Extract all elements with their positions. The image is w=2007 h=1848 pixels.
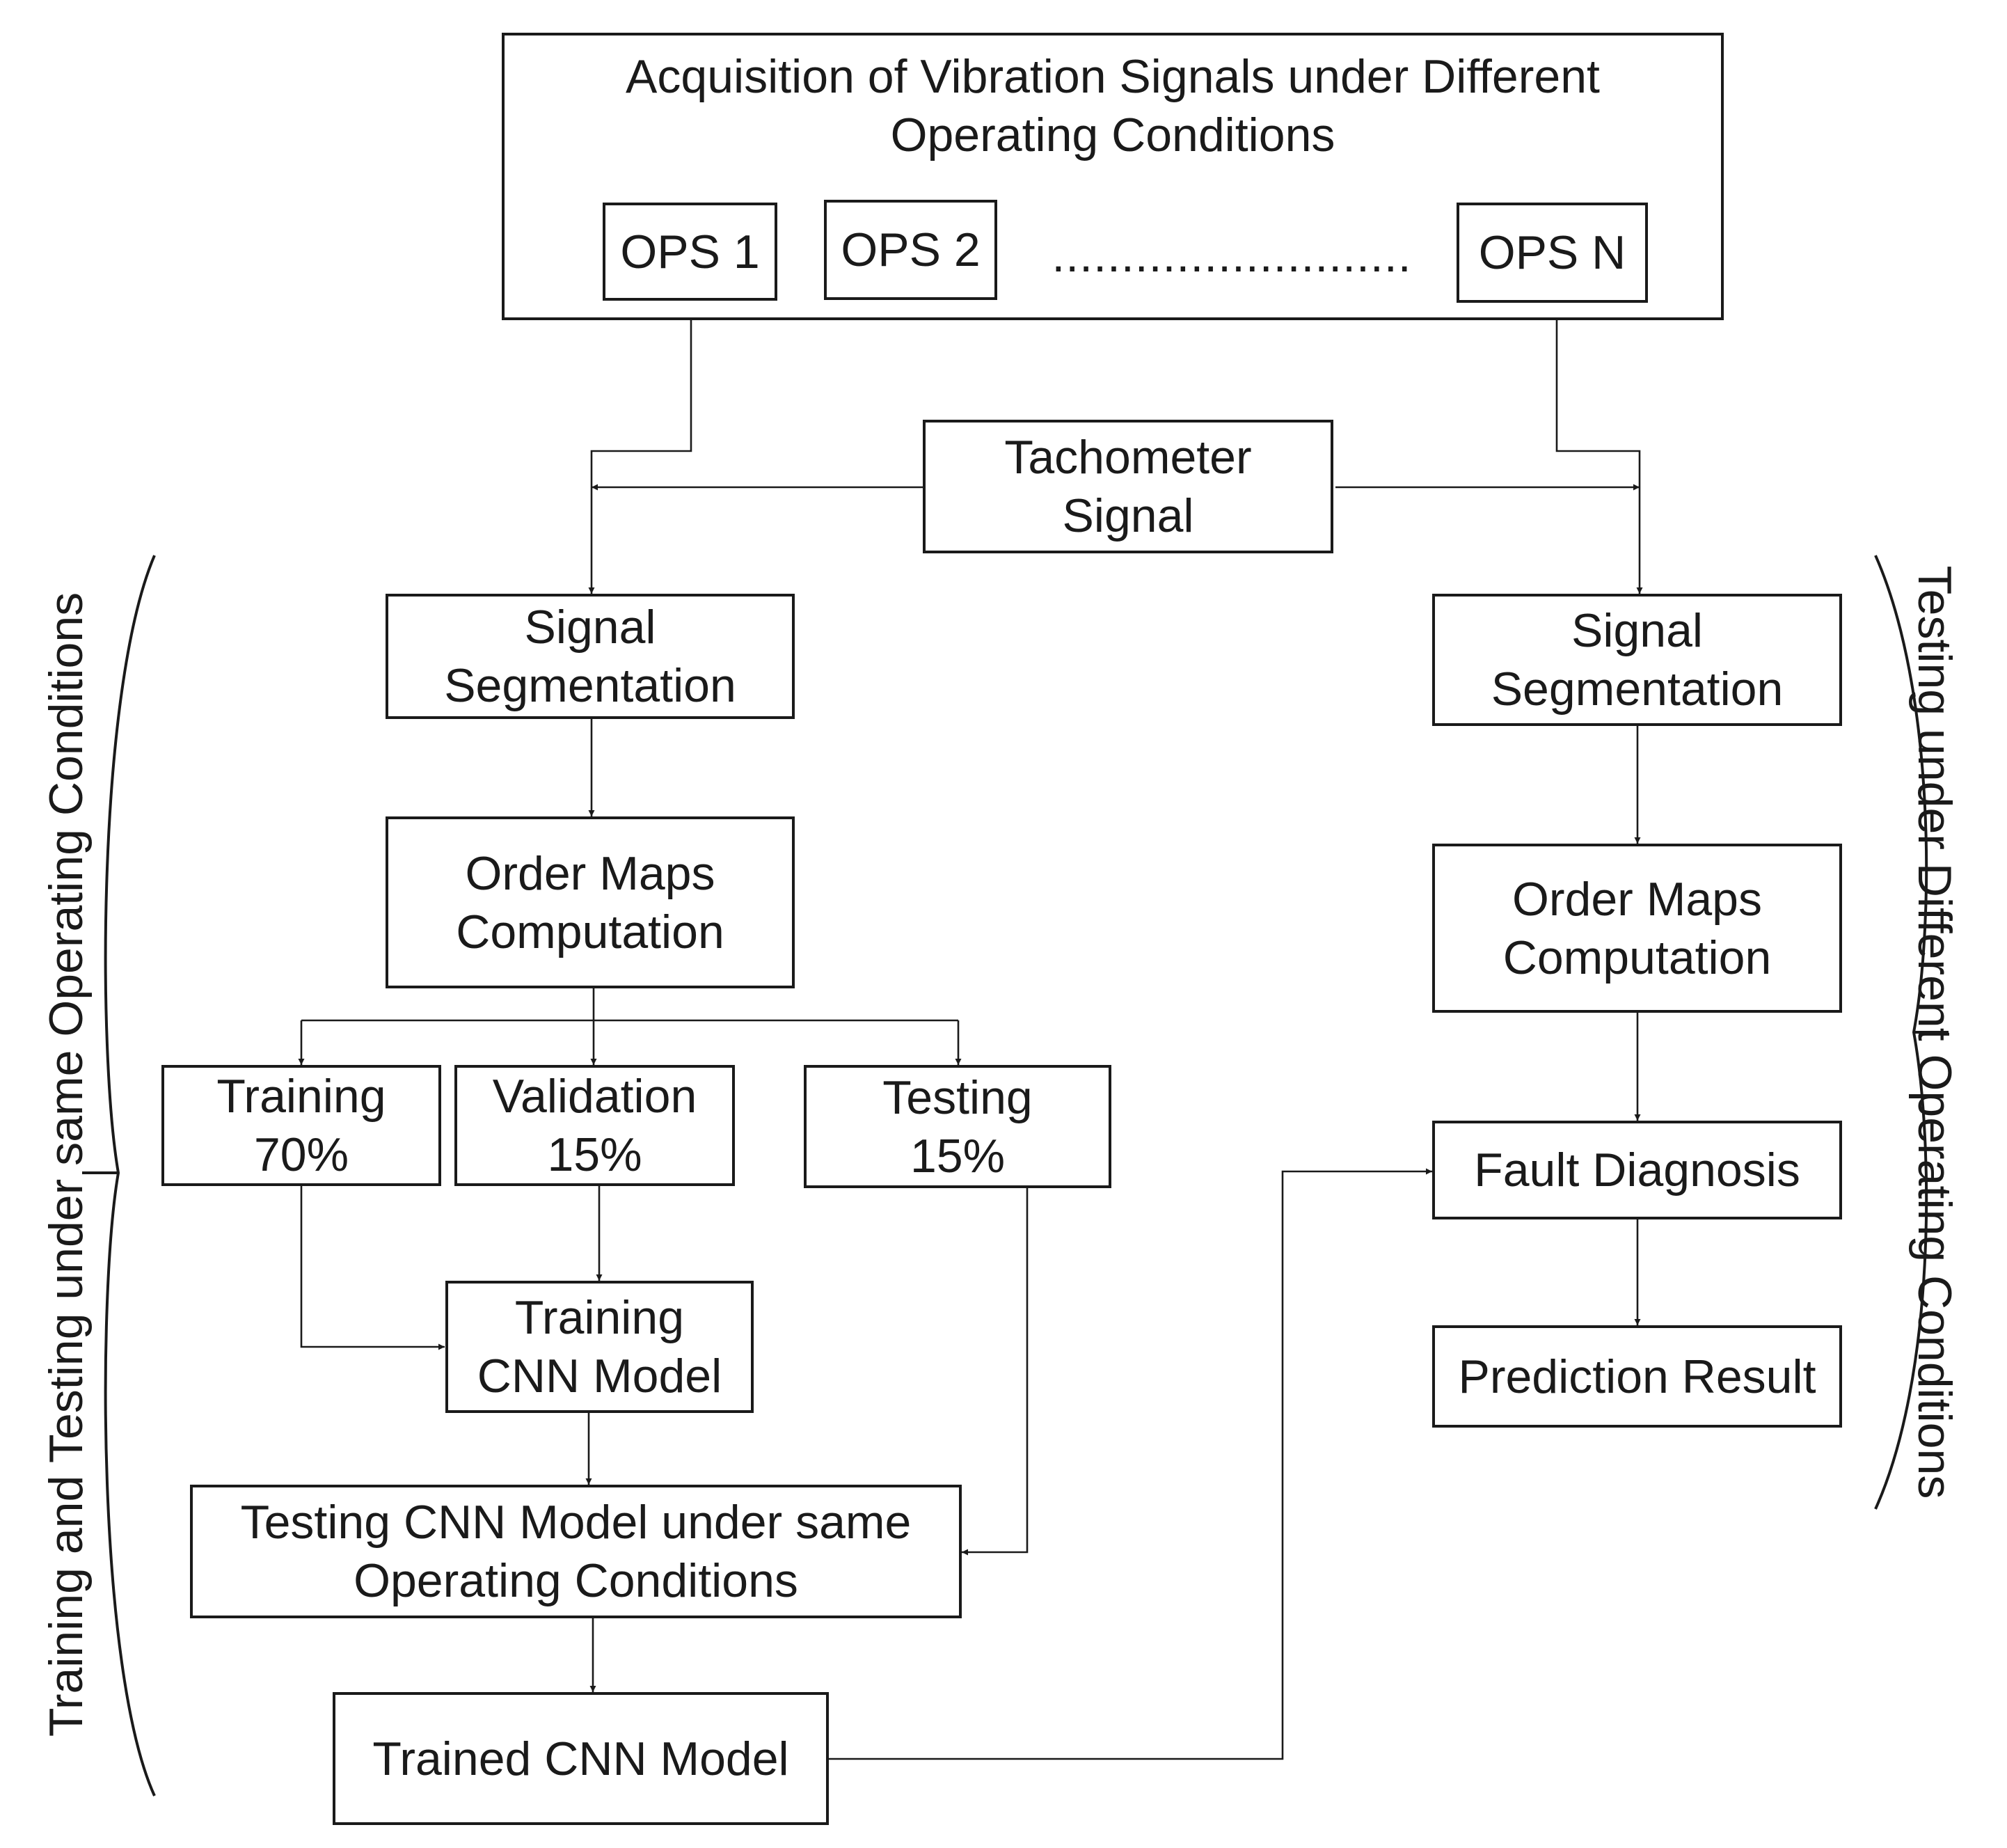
opsn-box (1457, 203, 1648, 303)
connector-testing-split-to-testing-cnn (962, 1188, 1029, 1556)
testing-split-label: Testing 15% (882, 1071, 1033, 1183)
testing-cnn-label: Testing CNN Model under same Operating C… (240, 1496, 912, 1607)
left-side-label: Training and Testing under same Operatin… (40, 592, 93, 1737)
tachometer-box (923, 420, 1333, 553)
ops1-box (603, 203, 777, 301)
right-segmentation-label: Signal Segmentation (1491, 604, 1784, 716)
left-segmentation-box (386, 594, 795, 719)
ops2-box (824, 200, 997, 300)
ops-ellipsis: .......................... (1052, 229, 1412, 282)
ops2-label: OPS 2 (841, 223, 981, 276)
opsn-label: OPS N (1478, 226, 1626, 279)
acquisition-title: Acquisition of Vibration Signals under D… (626, 50, 1600, 161)
tachometer-label: Tachometer Signal (1004, 431, 1252, 542)
training-cnn-label: Training CNN Model (477, 1291, 722, 1403)
fault-diagnosis-box (1432, 1121, 1842, 1219)
connector-order-maps-split-bar (301, 988, 958, 1022)
prediction-label: Prediction Result (1458, 1350, 1816, 1403)
ops1-label: OPS 1 (620, 225, 760, 278)
fault-diagnosis-label: Fault Diagnosis (1474, 1144, 1800, 1197)
trained-cnn-label: Trained CNN Model (372, 1732, 789, 1785)
prediction-box (1432, 1325, 1842, 1428)
connector-training-split-to-training-cnn (300, 1186, 445, 1350)
left-brace (104, 555, 156, 1796)
right-order-maps-label: Order Maps Computation (1502, 872, 1772, 984)
left-order-maps-box (386, 816, 795, 988)
training-split-box (161, 1065, 441, 1186)
trained-cnn-box (333, 1692, 829, 1825)
right-order-maps-box (1432, 844, 1842, 1013)
connector-trained-cnn-to-fault-diagnosis (827, 1168, 1432, 1760)
right-side-label: Testing under Different Operating Condit… (1908, 565, 1961, 1499)
right-segmentation-box (1432, 594, 1842, 726)
connector-ops1-to-left-segmentation (588, 303, 692, 594)
testing-cnn-box (190, 1485, 962, 1618)
left-order-maps-label: Order Maps Computation (456, 846, 724, 958)
validation-split-label: Validation 15% (492, 1070, 697, 1181)
validation-split-box (454, 1065, 735, 1186)
left-segmentation-label: Signal Segmentation (444, 601, 736, 712)
training-cnn-box (445, 1281, 754, 1413)
testing-split-box (804, 1065, 1111, 1188)
training-split-label: Training 70% (216, 1070, 386, 1181)
connector-opsn-to-right-segmentation (1555, 303, 1643, 594)
